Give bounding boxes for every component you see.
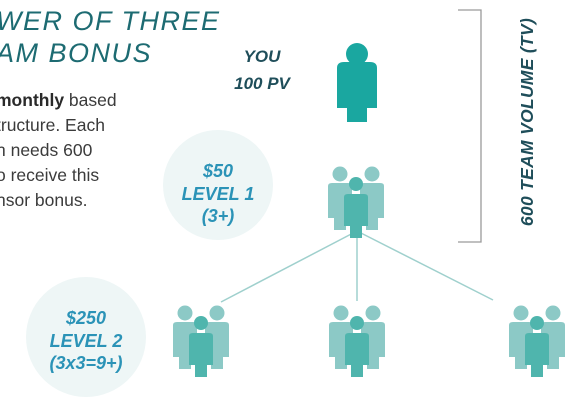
level-1-name: LEVEL 1 (181, 183, 255, 204)
body-bold-word: monthly (0, 90, 65, 110)
level-2-amount: $250 (65, 308, 107, 328)
level-1-label: $50 LEVEL 1 (3+) (172, 160, 264, 228)
level-2-group-left-icon (173, 306, 229, 378)
body-line-5: nsor bonus. (0, 190, 88, 210)
you-label: YOU 100 PV (222, 46, 302, 95)
body-line-4: o receive this (0, 165, 100, 185)
body-line-1-rest: based (64, 90, 117, 110)
title-line-1: WER OF THREE (0, 6, 221, 36)
level-1-amount: $50 (202, 161, 234, 181)
body-line-3: n needs 600 (0, 140, 93, 160)
team-volume-bracket (458, 9, 482, 243)
level-2-label: $250 LEVEL 2 (3x3=9+) (30, 307, 142, 375)
level-1-badge (163, 130, 273, 240)
level-2-count: (3x3=9+) (49, 353, 123, 373)
title-line-2: AM BONUS (0, 38, 153, 68)
level-2-group-right-icon (509, 306, 565, 378)
connector-line-left (220, 230, 358, 303)
level-2-name: LEVEL 2 (49, 330, 123, 351)
you-person-icon (337, 43, 377, 122)
body-line-1: monthly based (0, 90, 117, 110)
body-line-2: tructure. Each (0, 115, 105, 135)
connector-line-right (356, 230, 494, 301)
level-2-badge (26, 277, 146, 397)
level-2-group-center-icon (329, 306, 385, 378)
level-1-group-icon (328, 167, 384, 239)
you-label-line-2: 100 PV (234, 74, 290, 94)
level-1-count: (3+) (201, 206, 235, 226)
you-label-line-1: YOU (243, 47, 281, 66)
team-volume-label: 600 TEAM VOLUME (TV) (517, 17, 537, 227)
